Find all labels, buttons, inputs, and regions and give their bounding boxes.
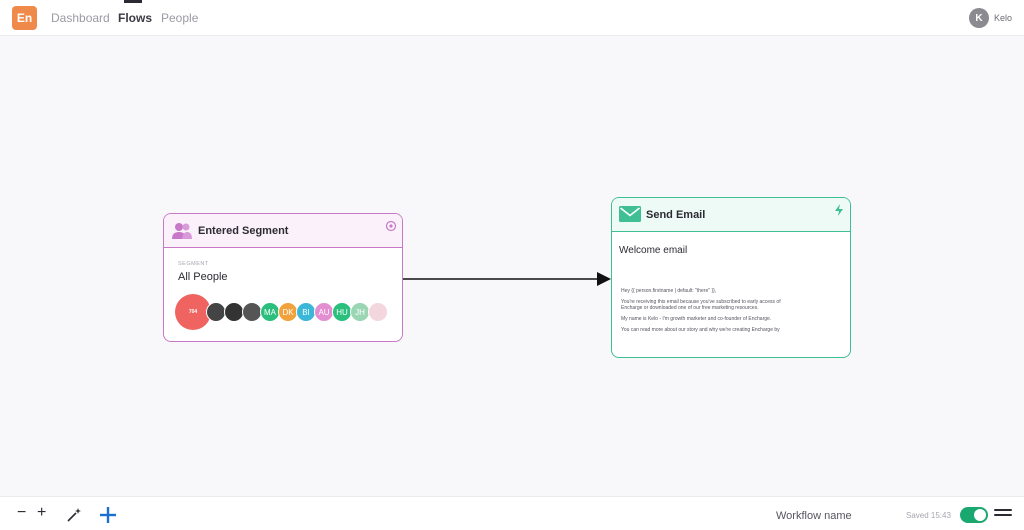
flow-active-toggle[interactable] [960, 507, 988, 523]
avatar: DK [278, 302, 298, 322]
nav-people[interactable]: People [161, 11, 199, 25]
avatar [242, 302, 262, 322]
avatar [224, 302, 244, 322]
user-avatar: K [968, 8, 989, 28]
nav-flows[interactable]: Flows [118, 0, 153, 25]
avatar: JH [350, 302, 370, 322]
people-count-badge: 704 [175, 294, 211, 330]
trigger-node-entered-segment[interactable]: Entered Segment SEGMENT All People 704 M… [163, 213, 403, 342]
segment-avatars: 704 MA DK BI AU HU JH [175, 294, 397, 330]
email-preview: Hey {{ person.firstname | default: "ther… [621, 288, 846, 338]
trigger-node-header: Entered Segment [164, 214, 402, 248]
top-navigation: En Dashboard Flows People K Kelo [0, 0, 1024, 36]
email-preview-line: Hey {{ person.firstname | default: "ther… [621, 288, 717, 294]
lightning-icon [833, 203, 845, 216]
user-name: Kelo [993, 13, 1012, 23]
menu-icon[interactable] [994, 509, 1012, 521]
email-node-title: Send Email [646, 208, 706, 221]
avatar [368, 302, 388, 322]
settings-icon[interactable] [385, 219, 397, 232]
bottom-toolbar: − + Workflow name Saved 15:43 [0, 496, 1024, 530]
flow-canvas[interactable]: Entered Segment SEGMENT All People 704 M… [0, 37, 1024, 495]
app-logo[interactable]: En [12, 6, 37, 30]
add-step-button[interactable] [98, 505, 118, 525]
email-preview-line: You can read more about our story and wh… [621, 327, 780, 333]
avatar: HU [332, 302, 352, 322]
user-menu[interactable]: K Kelo [968, 8, 1012, 28]
people-icon [171, 222, 193, 240]
envelope-icon [619, 205, 641, 224]
connector-arrow[interactable] [0, 37, 1024, 495]
action-node-send-email[interactable]: Send Email Welcome email Hey {{ person.f… [611, 197, 851, 358]
email-preview-line: You're receiving this email because you'… [621, 299, 781, 305]
toggle-knob [974, 509, 986, 521]
segment-caption: SEGMENT [178, 261, 209, 267]
zoom-in-button[interactable]: + [37, 504, 47, 521]
avatar: MA [260, 302, 280, 322]
workflow-name-field[interactable]: Workflow name [776, 510, 852, 522]
magic-wand-icon[interactable] [66, 507, 82, 523]
avatar [206, 302, 226, 322]
email-preview-line: Encharge or downloaded one of our free m… [621, 305, 759, 311]
avatar: BI [296, 302, 316, 322]
segment-name: All People [178, 271, 228, 283]
saved-status: Saved 15:43 [906, 511, 951, 520]
email-subject: Welcome email [619, 245, 688, 256]
zoom-out-button[interactable]: − [17, 504, 27, 521]
nav-dashboard[interactable]: Dashboard [51, 11, 110, 25]
trigger-node-title: Entered Segment [198, 224, 289, 237]
email-node-header: Send Email [612, 198, 850, 232]
email-preview-line: My name is Kelo - I'm growth marketer an… [621, 316, 772, 322]
avatar: AU [314, 302, 334, 322]
